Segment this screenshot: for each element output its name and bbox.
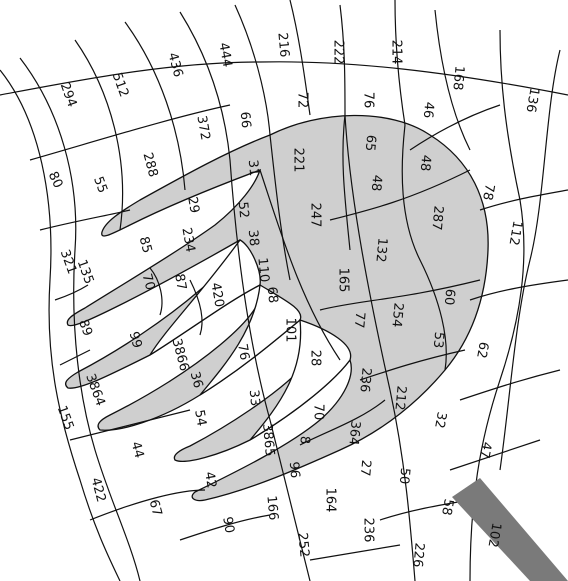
cell-label: 46 [420,101,436,119]
cell-label: 80 [45,169,66,190]
cell-label: 44 [128,440,147,460]
cell-label: 254 [388,302,405,328]
cell-label: 252 [294,532,311,558]
cell-label: 48 [368,174,384,192]
grey-bar-shape [452,478,568,581]
cell-label: 27 [357,459,373,477]
cell-label: 216 [274,32,291,58]
cell-label: 58 [438,498,456,517]
cell-label: 372 [193,114,212,141]
cell-label: 52 [235,201,251,219]
cell-label: 110 [254,257,271,283]
cell-label: 28 [308,350,323,367]
cell-label: 112 [505,219,524,246]
cell-label: 444 [215,41,234,68]
cell-label: 155 [54,404,77,432]
cell-label: 62 [473,341,491,360]
cell-label: 29 [184,196,202,215]
cell-label: 66 [237,111,253,129]
cell-label: 226 [409,542,426,568]
cell-label: 236 [356,367,373,393]
cell-label: 3866 [168,337,191,373]
cell-label: 364 [345,420,362,446]
cell-label: 31 [245,159,261,177]
cell-label: 54 [191,409,209,428]
cell-label: 168 [449,65,466,91]
cell-label: 164 [323,488,338,513]
cell-label: 436 [165,51,186,79]
cell-label: 68 [264,286,280,304]
cell-label: 70 [311,404,326,421]
cell-label: 3865 [259,423,277,457]
cell-label: 294 [57,81,80,109]
cell-label: 212 [391,385,408,411]
cell-label: 33 [246,389,262,407]
cell-label: 55 [90,175,110,196]
cell-label: 165 [336,268,351,293]
cell-label: 47 [476,441,494,460]
cell-label: 288 [140,151,161,179]
cell-label: 247 [308,203,323,228]
grey-bar [452,478,568,581]
cell-label: 77 [351,311,367,329]
cell-label: 48 [417,154,433,172]
cell-label: 76 [361,92,376,109]
cell-label: 135 [74,258,97,286]
cell-label: 512 [109,71,132,99]
cell-label: 236 [361,518,376,543]
cell-label: 166 [263,495,280,521]
cell-label: 222 [331,40,346,65]
cell-label: 287 [428,205,445,231]
cell-label: 87 [171,273,189,292]
cell-label: 89 [75,318,95,339]
cell-label: 76 [234,343,252,362]
cell-label: 72 [295,92,310,109]
cell-label: 90 [219,516,237,535]
cell-label: 60 [441,288,457,306]
cell-label: 32 [431,411,449,430]
cell-label: 50 [396,467,412,485]
cell-label: 8 [297,436,312,444]
cell-label: 42 [201,471,219,490]
cell-label: 67 [146,498,165,518]
cell-label: 96 [286,461,302,479]
cell-label: 132 [372,237,389,263]
cell-label: 221 [291,148,306,173]
cell-label: 53 [430,331,446,349]
cell-label: 85 [136,235,155,255]
cell-label: 214 [389,40,404,65]
cell-label: 136 [522,86,541,113]
cell-label: 65 [362,134,378,152]
cell-label: 38 [245,229,261,247]
cell-label: 101 [283,318,298,343]
cell-label: 78 [479,183,497,202]
